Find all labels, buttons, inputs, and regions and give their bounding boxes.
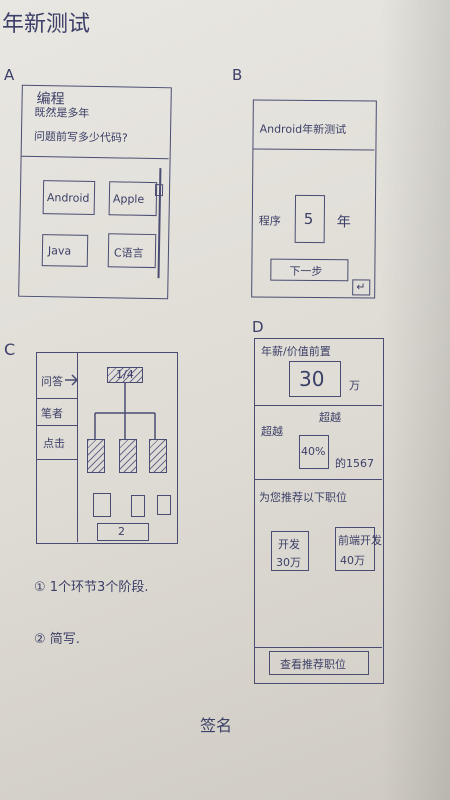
next-button-label: 下一步: [289, 264, 323, 279]
tree-bottom-node[interactable]: 2: [97, 523, 149, 541]
tree-child-node-1[interactable]: [87, 439, 105, 473]
enter-icon-glyph: ↵: [356, 280, 366, 294]
panel-a-question-2: 问题前写多少代码?: [33, 129, 128, 145]
job-card-1-title: 开发: [278, 538, 300, 551]
panel-d-sep-2: [255, 479, 382, 480]
option-c-language[interactable]: C语言: [107, 233, 157, 269]
sidebar-item-click[interactable]: 点击: [43, 437, 65, 450]
signature: 签名: [200, 716, 233, 735]
panel-d-letter: D: [252, 318, 264, 336]
option-android-label: Android: [46, 191, 90, 205]
option-java-label: Java: [47, 244, 72, 258]
tree-child-node-3[interactable]: [149, 439, 167, 473]
tree-connectors: [94, 383, 156, 439]
page-title: 年新测试: [2, 12, 91, 37]
panel-d-phone-frame: 年薪/价值前置 30 万 超越 超越 40% 的1567 为您推荐以下职位 开发…: [254, 338, 384, 684]
sidebar-item-author[interactable]: 笔者: [41, 407, 63, 420]
panel-a-letter: A: [4, 66, 15, 84]
view-recommended-jobs-button[interactable]: 查看推荐职位: [269, 651, 369, 675]
panel-c-note-1: ① 1个环节3个阶段.: [34, 580, 149, 595]
salary-value-box: 30: [289, 361, 341, 397]
panel-d-sep-1: [255, 405, 382, 406]
tree-leaf-1[interactable]: [93, 493, 111, 517]
option-apple-label: Apple: [112, 192, 145, 206]
rank-value: 40%: [301, 445, 326, 458]
panel-b-letter: B: [232, 66, 243, 84]
panel-a-question-1: 既然是多年: [34, 105, 90, 120]
option-android[interactable]: Android: [42, 180, 96, 215]
option-apple[interactable]: Apple: [108, 181, 158, 217]
tree-root-node[interactable]: 1/4: [107, 367, 143, 383]
panel-d-sep-3: [255, 647, 382, 648]
salary-unit: 万: [349, 379, 360, 392]
tree-leaf-3[interactable]: [157, 495, 171, 515]
job-card-2-title: 前端开发: [338, 534, 382, 547]
panel-c-phone-frame: 问答 笔者 点击 1/4 2: [36, 352, 178, 544]
enter-icon[interactable]: ↵: [352, 279, 371, 296]
option-c-language-label: C语言: [113, 246, 144, 260]
years-value: 5: [303, 209, 314, 228]
salary-label: 年薪/价值前置: [261, 345, 331, 358]
years-label: 程序: [258, 214, 281, 228]
panel-b-title: Android年新测试: [259, 122, 347, 137]
view-recommended-jobs-label: 查看推荐职位: [280, 658, 346, 671]
panel-c-note-2: ② 简写.: [34, 632, 80, 647]
job-card-1[interactable]: 开发 30万: [271, 531, 309, 571]
paper-shadow: [380, 0, 450, 800]
years-unit: 年: [336, 214, 351, 231]
years-input[interactable]: 5: [294, 194, 326, 244]
panel-b-divider: [253, 148, 375, 151]
rank-label-left: 超越: [261, 425, 283, 438]
sidebar-item-qa[interactable]: 问答: [41, 375, 63, 388]
next-button[interactable]: 下一步: [270, 258, 349, 282]
panel-a-divider: [21, 155, 169, 160]
tree-child-node-2[interactable]: [119, 439, 137, 473]
sidebar-sep-2: [37, 425, 77, 426]
tree-leaf-2[interactable]: [131, 495, 145, 517]
sidebar-sep-3: [37, 459, 77, 460]
job-card-2-salary: 40万: [340, 554, 365, 567]
rank-value-box: 40%: [299, 435, 329, 469]
recommend-label: 为您推荐以下职位: [259, 491, 347, 504]
tree-bottom-label: 2: [118, 525, 125, 538]
sidebar-sep-1: [37, 398, 77, 399]
panel-c-sidebar-divider: [77, 353, 78, 542]
job-card-2[interactable]: 前端开发 40万: [335, 527, 382, 571]
rank-suffix: 的1567: [335, 457, 374, 470]
option-java[interactable]: Java: [41, 234, 89, 267]
panel-c-letter: C: [4, 340, 16, 359]
panel-a-phone-frame: 编程 既然是多年 问题前写多少代码? Android Apple Java C语…: [18, 84, 172, 300]
tree-root-label: 1/4: [116, 368, 134, 381]
arrow-right-icon: [65, 371, 79, 386]
salary-value: 30: [299, 367, 325, 391]
panel-b-phone-frame: Android年新测试 程序 5 年 下一步 ↵: [251, 99, 377, 299]
job-card-1-salary: 30万: [276, 556, 301, 569]
rank-label-top: 超越: [319, 411, 341, 424]
